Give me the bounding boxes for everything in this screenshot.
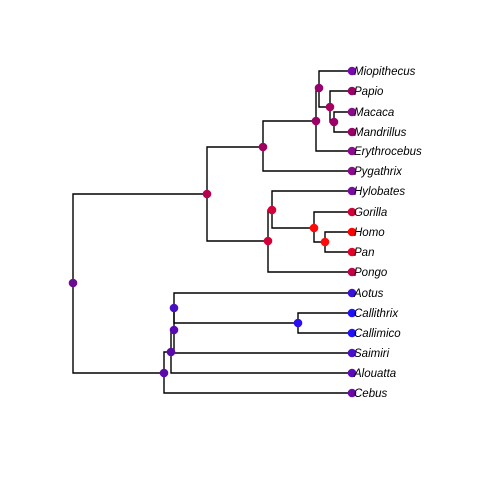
edge-platyrrhini — [72, 283, 164, 374]
tip-marker-saimiri — [347, 348, 357, 358]
node-marker-hominoid_inner — [267, 205, 277, 215]
edge-cerco_inner — [262, 120, 316, 147]
tip-label-homo: Homo — [354, 227, 385, 239]
tip-marker-miopithecus — [347, 66, 357, 76]
tip-label-mandrillus: Mandrillus — [354, 127, 407, 139]
node-marker-catarrhini — [202, 189, 212, 199]
tip-marker-hylobates — [347, 186, 357, 196]
node-marker-plat_b — [169, 325, 179, 335]
tip-label-macaca: Macaca — [354, 107, 394, 119]
edge-gorilla — [313, 211, 352, 228]
edge-homo — [324, 231, 352, 242]
edge-homininae — [271, 210, 314, 229]
tip-label-pygathrix: Pygathrix — [354, 166, 403, 178]
tip-label-gorilla: Gorilla — [354, 207, 387, 219]
edge-aotus — [173, 292, 352, 308]
node-marker-plat_a — [166, 347, 176, 357]
edge-hylobates — [271, 190, 352, 210]
tip-label-papio: Papio — [354, 86, 384, 98]
edge-callitrichinae — [173, 308, 298, 324]
node-markers — [68, 66, 357, 398]
tip-marker-aotus — [347, 288, 357, 298]
node-marker-platyrrhini — [159, 368, 169, 378]
tip-marker-papio — [347, 86, 357, 96]
tip-marker-homo — [347, 227, 357, 237]
edge-callimico — [297, 323, 352, 334]
tip-marker-callithrix — [347, 308, 357, 318]
tip-label-aotus: Aotus — [353, 288, 384, 300]
tip-label-hylobates: Hylobates — [354, 186, 405, 198]
tip-marker-alouatta — [347, 368, 357, 378]
tip-marker-cebus — [347, 388, 357, 398]
node-marker-cerco_inner — [311, 116, 321, 126]
node-marker-hominoidea — [263, 236, 273, 246]
edge-pygathrix — [262, 147, 352, 172]
edge-alouatta — [170, 352, 352, 374]
edge-cebus — [163, 373, 352, 394]
tip-label-callithrix: Callithrix — [354, 308, 399, 320]
tip-label-erythrocebus: Erythrocebus — [354, 146, 422, 158]
node-marker-callitrichinae — [293, 318, 303, 328]
edge-pan — [324, 242, 352, 253]
node-marker-homininae — [309, 223, 319, 233]
node-marker-cerco_a — [314, 83, 324, 93]
edge-papio — [329, 90, 352, 107]
tree-edges — [72, 70, 352, 394]
tip-label-miopithecus: Miopithecus — [354, 66, 416, 78]
edge-callithrix — [297, 312, 352, 323]
tip-marker-callimico — [347, 328, 357, 338]
node-marker-cercopithecoidea — [258, 142, 268, 152]
tip-label-pan: Pan — [354, 247, 374, 259]
tip-marker-mandrillus — [347, 127, 357, 137]
node-marker-plat_c — [169, 303, 179, 313]
tip-label-pongo: Pongo — [354, 267, 388, 279]
tip-marker-pongo — [347, 267, 357, 277]
node-marker-root — [68, 278, 78, 288]
edge-hominoidea — [206, 194, 268, 242]
tip-label-alouatta: Alouatta — [353, 368, 396, 380]
node-marker-cerco_b — [325, 102, 335, 112]
node-marker-papionini — [329, 117, 339, 127]
tip-label-cebus: Cebus — [354, 388, 387, 400]
tip-marker-pygathrix — [347, 166, 357, 176]
tip-labels: MiopithecusPapioMacacaMandrillusErythroc… — [353, 66, 422, 400]
edge-erythrocebus — [315, 121, 352, 152]
edge-pongo — [267, 241, 352, 273]
tip-marker-gorilla — [347, 207, 357, 217]
tip-marker-pan — [347, 247, 357, 257]
tip-marker-erythrocebus — [347, 146, 357, 156]
tip-marker-macaca — [347, 107, 357, 117]
edge-cercopithecoidea — [206, 146, 263, 194]
tip-label-saimiri: Saimiri — [354, 348, 390, 360]
tip-label-callimico: Callimico — [354, 328, 401, 340]
node-marker-hominini — [320, 237, 330, 247]
edge-miopithecus — [318, 70, 352, 88]
edge-catarrhini — [72, 193, 207, 283]
